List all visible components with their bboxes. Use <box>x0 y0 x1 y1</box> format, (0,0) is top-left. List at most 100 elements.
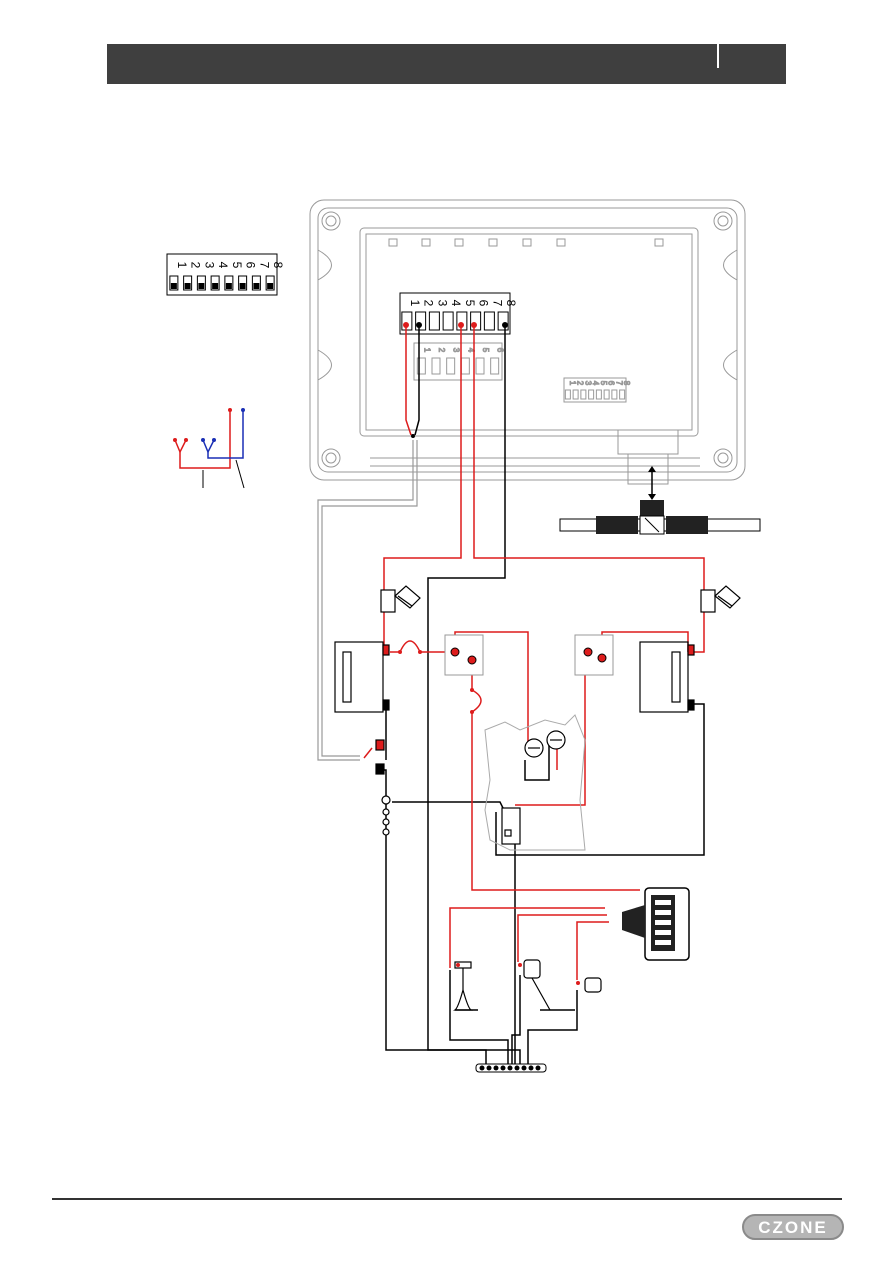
legend-dip-lever <box>212 283 219 289</box>
small-dip-number: 3 <box>583 381 592 386</box>
bus-bar-stud <box>493 1065 499 1071</box>
terminal-number: 7 <box>490 300 504 307</box>
small-dip-number: 8 <box>622 381 631 386</box>
ground-stud <box>375 739 391 836</box>
fuse-block-right <box>574 634 614 676</box>
lower-terminal-cell <box>431 357 441 375</box>
legend-dip-number: 5 <box>230 262 244 269</box>
lower-terminal-cell <box>446 357 456 375</box>
lower-terminal-number: 3 <box>452 348 461 353</box>
status-led <box>556 238 566 247</box>
terminal-screw <box>442 311 454 331</box>
terminal-number: 8 <box>504 300 518 307</box>
small-dip-number: 5 <box>599 381 608 386</box>
footer-rule <box>52 1198 842 1200</box>
small-dip-number: 7 <box>614 381 623 386</box>
bus-bar-stud <box>528 1065 534 1071</box>
legend-dip-number: 6 <box>244 262 258 269</box>
lower-terminal-cell <box>490 357 500 375</box>
shield-wire <box>317 440 418 761</box>
battery-left <box>334 641 390 713</box>
legend-dip-number: 2 <box>189 262 203 269</box>
legend-wire-symbols <box>173 408 245 489</box>
legend-dip-number: 8 <box>271 262 285 269</box>
starter-motor <box>501 807 521 845</box>
legend-dip-lever <box>198 283 205 289</box>
status-led <box>654 238 664 247</box>
terminal-number: 6 <box>477 300 491 307</box>
status-led <box>522 238 532 247</box>
terminal-number: 3 <box>435 300 449 307</box>
connection-dots <box>398 322 508 714</box>
terminal-screw <box>401 311 413 331</box>
bus-bar-stud <box>521 1065 527 1071</box>
small-dip-cell <box>603 389 610 400</box>
legend-dip-number: 4 <box>216 262 230 269</box>
terminal-number: 1 <box>408 300 422 307</box>
lower-terminal-number: 5 <box>481 348 490 353</box>
czone-logo: CZONE <box>742 1214 844 1240</box>
network-t-connector <box>559 466 761 535</box>
bus-bar-stud <box>479 1065 485 1071</box>
small-dip-cell <box>588 389 595 400</box>
small-dip-cell <box>611 389 618 400</box>
positive-wires <box>363 325 705 980</box>
small-dip-number: 1 <box>568 381 577 386</box>
small-dip-number: 4 <box>591 381 600 386</box>
small-dip-number: 2 <box>576 381 585 386</box>
bus-bar-stud <box>535 1065 541 1071</box>
battery-switch-right <box>700 585 741 613</box>
lower-terminal-number: 4 <box>466 348 475 353</box>
svg-text:CZONE: CZONE <box>758 1218 828 1236</box>
header-bar <box>107 44 786 84</box>
legend-dip-lever <box>184 283 191 289</box>
lower-terminal-cell <box>460 357 470 375</box>
lower-terminal-cell <box>416 357 426 375</box>
lower-terminal-cell <box>475 357 485 375</box>
small-dip-cell <box>564 389 571 400</box>
terminal-screw <box>470 311 482 331</box>
starter-solenoids <box>524 730 566 758</box>
legend-dip-number: 1 <box>175 262 189 269</box>
czone-logo-text: CZONE <box>758 1218 828 1236</box>
status-led <box>388 238 398 247</box>
small-dip-cell <box>580 389 587 400</box>
negative-bus-bar <box>475 1063 547 1073</box>
bus-bar-stud <box>514 1065 520 1071</box>
status-led <box>454 238 464 247</box>
legend-dip-lever <box>253 283 260 289</box>
terminal-screw <box>483 311 495 331</box>
terminal-number: 2 <box>422 300 436 307</box>
terminal-number: 5 <box>463 300 477 307</box>
terminal-screw <box>456 311 468 331</box>
status-led <box>488 238 498 247</box>
battery-switch-left <box>380 585 421 613</box>
terminal-screw <box>415 311 427 331</box>
terminal-number: 4 <box>449 300 463 307</box>
output-panel <box>622 887 690 961</box>
bus-bar-stud <box>500 1065 506 1071</box>
legend-dip-lever <box>225 283 232 289</box>
status-led <box>421 238 431 247</box>
lamp <box>576 977 602 993</box>
horn <box>453 961 473 1011</box>
lower-terminal-number: 6 <box>496 348 505 353</box>
small-dip-cell <box>619 389 626 400</box>
small-dip-cell <box>595 389 602 400</box>
fuse-block-left <box>444 634 484 676</box>
lower-terminal-number: 2 <box>437 348 446 353</box>
small-dip-number: 6 <box>607 381 616 386</box>
legend-dip-number: 7 <box>257 262 271 269</box>
small-dip-cell <box>572 389 579 400</box>
header-divider <box>717 44 719 68</box>
bilge-pump <box>518 959 551 1011</box>
bus-bar-stud <box>486 1065 492 1071</box>
battery-right <box>639 641 695 713</box>
engine <box>484 714 586 851</box>
legend-dip-number: 3 <box>202 262 216 269</box>
legend-dip-lever <box>239 283 246 289</box>
legend-dip-lever <box>267 283 274 289</box>
